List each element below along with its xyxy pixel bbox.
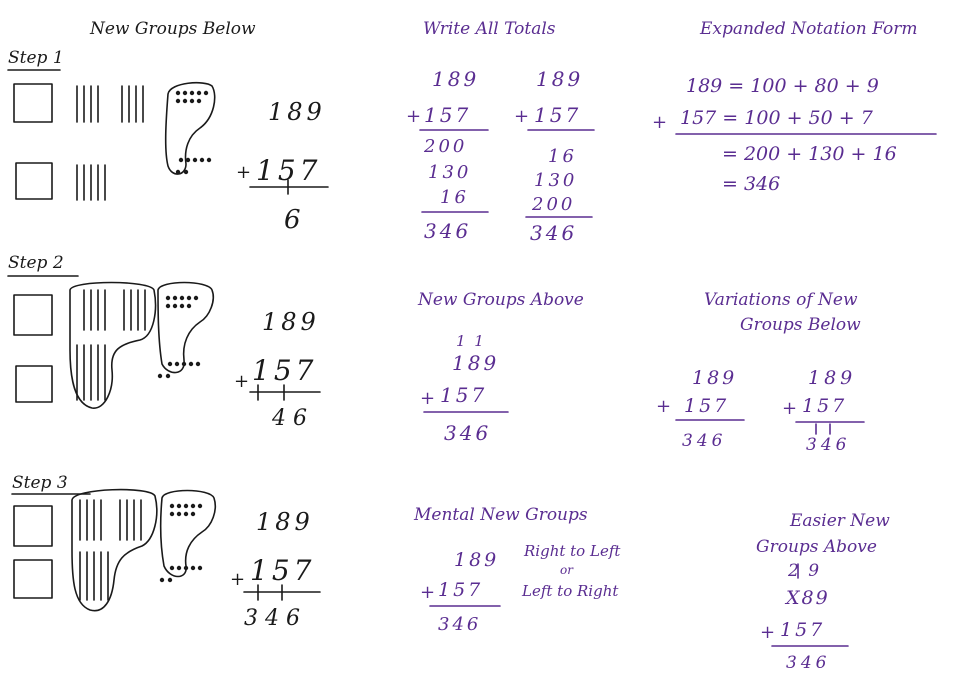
hundred-block bbox=[13, 294, 53, 336]
hundred-block bbox=[15, 365, 53, 403]
plus-sign: + bbox=[760, 622, 775, 643]
ten-sticks bbox=[76, 85, 144, 123]
addend-top: X89 bbox=[784, 587, 830, 609]
new-groups-above: New Groups Above 1 1 189 + 157 346 bbox=[417, 290, 584, 445]
easier-title: Easier New bbox=[789, 511, 890, 531]
addend-top: 189 bbox=[262, 308, 320, 336]
total-value: 346 bbox=[424, 219, 471, 243]
easier-new-groups: Easier New Groups Above 2 9 X89 + 157 34… bbox=[756, 511, 890, 673]
expanded-line: = 346 bbox=[722, 173, 780, 195]
mental-title: Mental New Groups bbox=[413, 505, 588, 525]
variations: Variations of New Groups Below 189 + 157… bbox=[656, 290, 865, 455]
total-value: 16 bbox=[440, 187, 469, 208]
plus-sign: + bbox=[420, 388, 435, 409]
sum-result: 346 bbox=[682, 431, 726, 451]
total-value: 346 bbox=[530, 221, 577, 245]
sum-result: 4 6 bbox=[271, 406, 307, 431]
step-3-label: Step 3 bbox=[12, 473, 68, 493]
plus-sign: + bbox=[514, 106, 529, 127]
total-value: 157 bbox=[424, 103, 471, 127]
one-dots bbox=[157, 295, 201, 379]
total-value: 130 bbox=[428, 162, 471, 183]
plus-sign: + bbox=[234, 371, 249, 392]
sum-result: 6 bbox=[284, 205, 301, 235]
regroup-loop bbox=[157, 281, 215, 374]
plus-sign: + bbox=[782, 398, 797, 419]
plus-sign: + bbox=[652, 112, 667, 133]
expanded-title: Expanded Notation Form bbox=[699, 19, 917, 39]
expanded-line: = 200 + 130 + 16 bbox=[722, 143, 897, 165]
sum-result: 346 bbox=[444, 421, 491, 445]
hundred-group-loop bbox=[71, 488, 158, 612]
total-value: 157 bbox=[534, 103, 581, 127]
plus-sign: + bbox=[656, 396, 671, 417]
total-value: 189 bbox=[432, 67, 479, 91]
step-1-label: Step 1 bbox=[8, 48, 64, 68]
groups-above-title: New Groups Above bbox=[417, 290, 584, 310]
addend-top: 189 bbox=[268, 98, 326, 126]
addend-top: 189 bbox=[256, 508, 314, 536]
hundred-block bbox=[13, 83, 53, 123]
hundred-group-loop bbox=[69, 281, 157, 409]
regroup-loop bbox=[159, 489, 217, 578]
total-value: 200 bbox=[531, 194, 575, 215]
addend-bottom: 157 bbox=[780, 619, 825, 641]
ten-sticks bbox=[76, 164, 106, 201]
step-1: Step 1 189 + 157 6 bbox=[7, 48, 329, 235]
addend-bottom: 157 bbox=[802, 395, 847, 417]
total-value: 189 bbox=[536, 67, 583, 91]
one-dots bbox=[159, 503, 203, 583]
carry-digits: 2 9 bbox=[787, 561, 821, 581]
mental-note: Left to Right bbox=[521, 582, 619, 600]
write-all-totals: Write All Totals 189 + 157 200 130 16 34… bbox=[406, 19, 595, 245]
addend-top: 189 bbox=[808, 367, 856, 389]
variations-title: Groups Below bbox=[740, 315, 861, 335]
plus-sign: + bbox=[406, 106, 421, 127]
expanded-line: 157 = 100 + 50 + 7 bbox=[680, 107, 874, 129]
ten-sticks bbox=[79, 499, 142, 601]
write-totals-title: Write All Totals bbox=[423, 19, 556, 39]
carry-digits: 1 1 bbox=[456, 332, 486, 350]
total-value: 200 bbox=[423, 136, 467, 157]
total-value: 16 bbox=[548, 146, 577, 167]
mental-new-groups: Mental New Groups 189 + 157 346 Right to… bbox=[413, 505, 621, 635]
hundred-block bbox=[13, 505, 53, 547]
step-2: Step 2 189 + 157 4 6 bbox=[7, 253, 321, 431]
addend-bottom: 157 bbox=[252, 354, 317, 387]
sum-result: 346 bbox=[438, 614, 481, 635]
hundred-block bbox=[15, 162, 53, 200]
addend-top: 189 bbox=[452, 351, 499, 375]
sum-result: 346 bbox=[786, 653, 830, 673]
sum-result: 3 4 6 bbox=[244, 606, 300, 631]
addend-bottom: 157 bbox=[256, 154, 321, 187]
addend-top: 189 bbox=[692, 367, 737, 389]
addend-bottom: 157 bbox=[684, 395, 729, 417]
addend-top: 189 bbox=[454, 549, 499, 571]
expanded-notation: Expanded Notation Form 189 = 100 + 80 + … bbox=[652, 19, 937, 195]
plus-sign: + bbox=[420, 582, 435, 603]
addend-bottom: 157 bbox=[250, 554, 315, 587]
sum-result: 346 bbox=[806, 435, 850, 455]
plus-sign: + bbox=[230, 569, 245, 590]
hundred-block bbox=[13, 559, 53, 599]
mental-note: or bbox=[560, 563, 574, 577]
variations-title: Variations of New bbox=[704, 290, 858, 310]
step-3: Step 3 189 + 157 3 4 6 bbox=[11, 473, 321, 631]
ten-sticks bbox=[76, 289, 146, 401]
easier-title: Groups Above bbox=[756, 537, 877, 557]
addend-bottom: 157 bbox=[440, 383, 487, 407]
mental-note: Right to Left bbox=[523, 542, 621, 560]
addend-bottom: 157 bbox=[438, 579, 483, 601]
left-title: New Groups Below bbox=[89, 19, 256, 39]
regroup-loop bbox=[164, 81, 216, 175]
step-2-label: Step 2 bbox=[8, 253, 64, 273]
total-value: 130 bbox=[534, 170, 577, 191]
expanded-line: 189 = 100 + 80 + 9 bbox=[686, 75, 879, 97]
one-dots bbox=[175, 90, 212, 175]
plus-sign: + bbox=[236, 162, 251, 183]
